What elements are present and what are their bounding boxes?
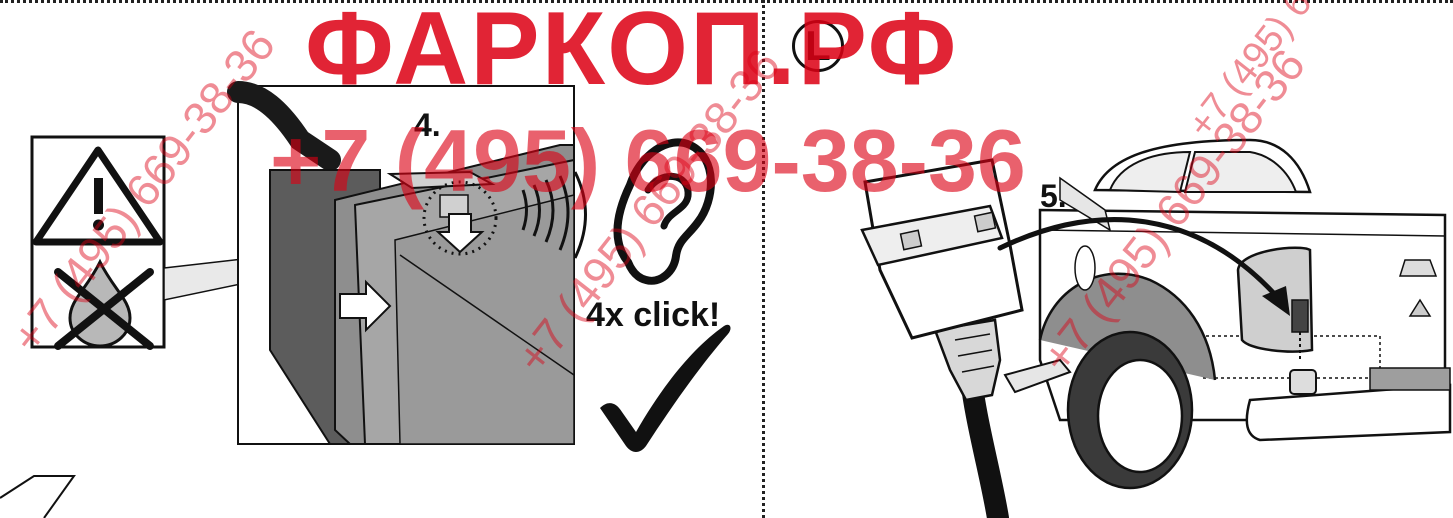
- click-instruction: 4x click!: [586, 296, 721, 334]
- insert-arrow-icon: [997, 217, 1290, 316]
- no-water-icon: [54, 258, 154, 350]
- push-arrow-icon: [339, 279, 392, 333]
- top-border: [0, 0, 1453, 3]
- warning-triangle-icon: [32, 146, 164, 246]
- checkmark-icon: [600, 324, 731, 452]
- down-arrow-icon: [435, 213, 485, 254]
- cable-top: [227, 81, 341, 171]
- ear-icon: [613, 138, 715, 285]
- sound-waves-icon: [521, 171, 587, 259]
- step-number-5: 5.: [1040, 178, 1067, 214]
- socket-housing: [269, 144, 575, 445]
- corner-frame: [0, 475, 76, 518]
- panel-divider: [762, 0, 765, 518]
- section-marker: L: [792, 20, 844, 72]
- connector-plug: [860, 158, 1024, 518]
- vehicle-illustration: [1003, 138, 1452, 490]
- step-number-4: 4.: [414, 107, 441, 143]
